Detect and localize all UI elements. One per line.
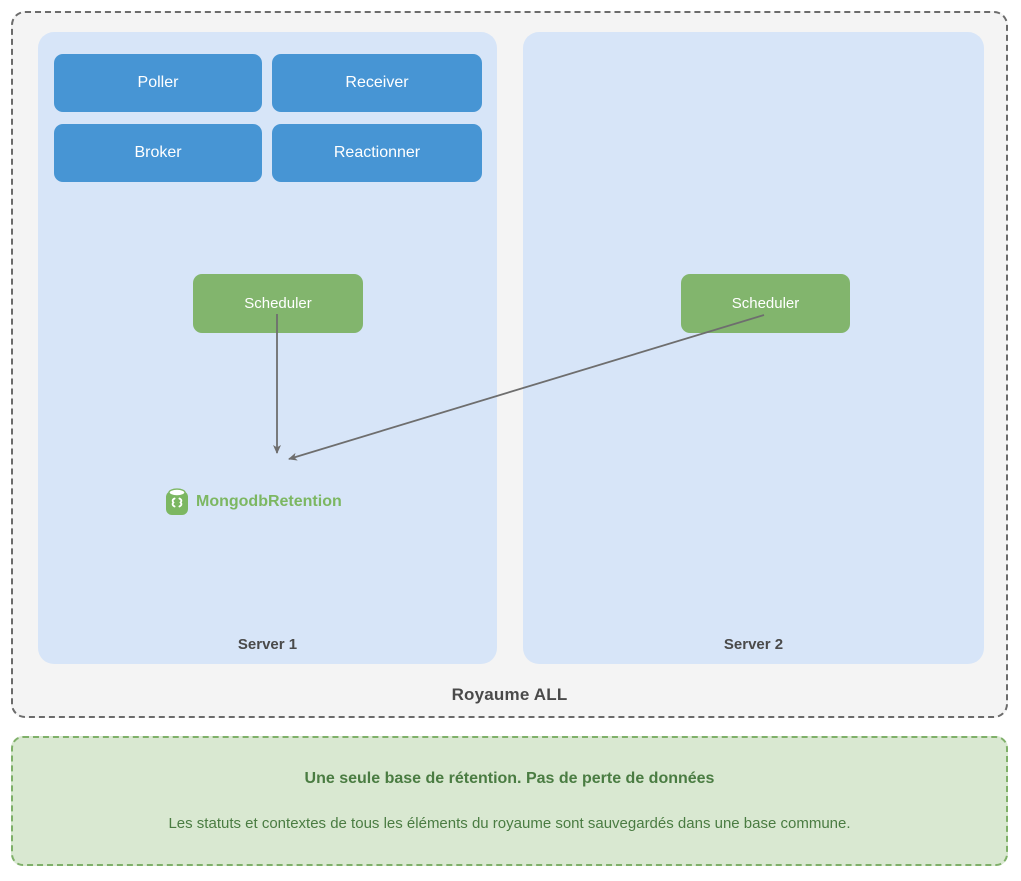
scheduler-label-server-1: Scheduler: [244, 295, 312, 312]
database-icon: [166, 488, 188, 515]
daemon-label-poller: Poller: [137, 74, 179, 91]
scheduler-label-server-2: Scheduler: [731, 295, 800, 312]
summary-note-body: Les statuts et contextes de tous les élé…: [168, 815, 851, 832]
daemon-label-broker: Broker: [134, 144, 182, 161]
daemon-label-receiver: Receiver: [345, 74, 409, 91]
daemon-box-reactionner[interactable]: Reactionner: [272, 124, 482, 182]
daemon-box-receiver[interactable]: Receiver: [272, 54, 482, 112]
server-panel-server-1: Poller Receiver Broker Reactionner Sched…: [38, 32, 497, 664]
daemon-box-poller[interactable]: Poller: [54, 54, 262, 112]
server-label-server-2: Server 2: [723, 636, 784, 653]
server-panel-server-2: Scheduler Server 2: [523, 32, 984, 664]
daemon-label-reactionner: Reactionner: [333, 144, 421, 161]
summary-note-title: Une seule base de rétention. Pas de pert…: [304, 770, 715, 787]
daemon-box-broker[interactable]: Broker: [54, 124, 262, 182]
datastore-node-mongodb-retention[interactable]: MongodbRetention: [165, 487, 342, 517]
scheduler-box-server-1[interactable]: Scheduler: [193, 274, 363, 333]
realm-container: Poller Receiver Broker Reactionner Sched…: [11, 11, 1008, 718]
scheduler-box-server-2[interactable]: Scheduler: [681, 274, 850, 333]
realm-label: Royaume ALL: [451, 685, 568, 704]
server-label-server-1: Server 1: [237, 636, 298, 653]
datastore-label-mongodb-retention: MongodbRetention: [196, 493, 342, 510]
summary-note-box: Une seule base de rétention. Pas de pert…: [11, 736, 1008, 866]
